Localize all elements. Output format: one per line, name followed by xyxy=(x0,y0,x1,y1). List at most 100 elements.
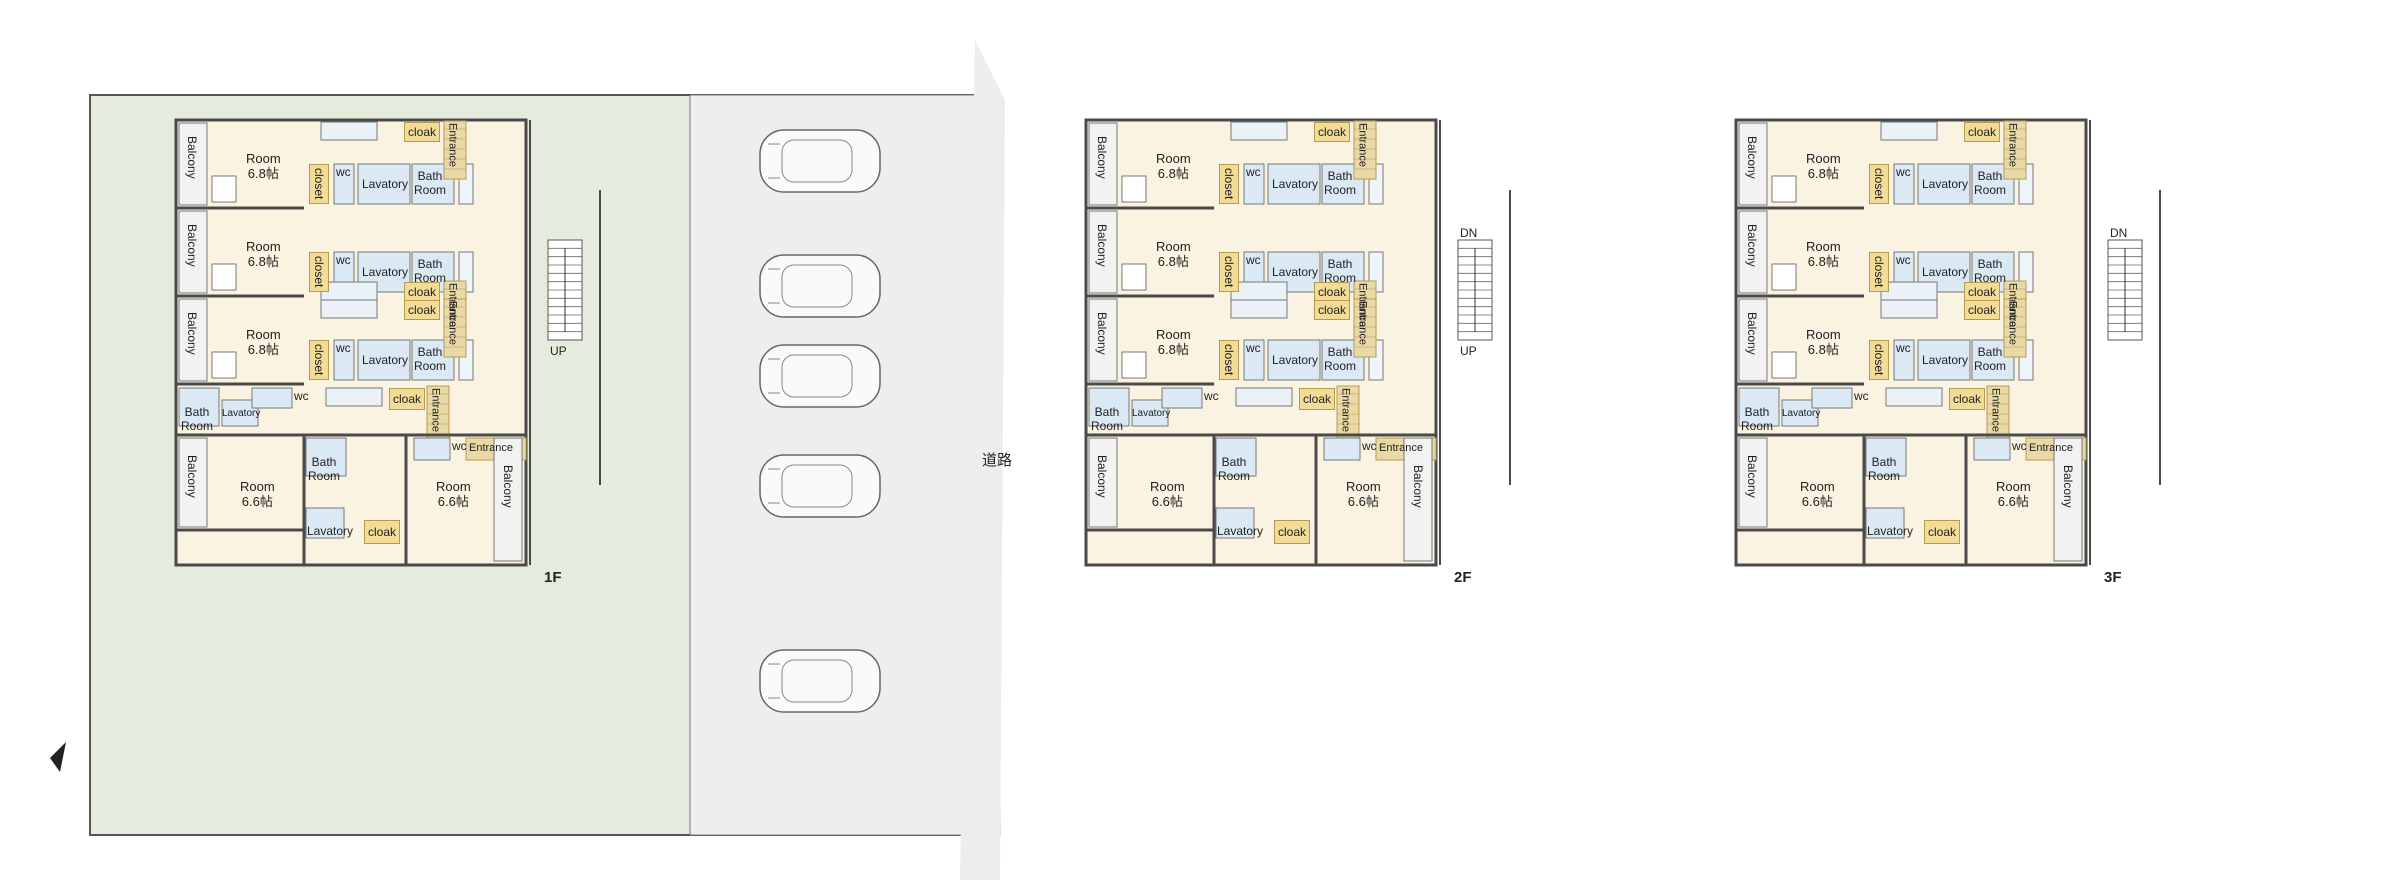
floor-3F-bed-1 xyxy=(1771,263,1797,291)
floor-2F-room-68-1-line-0: Room xyxy=(1156,239,1191,254)
car-1-body xyxy=(759,254,881,318)
floor-3F-lav-label-1: Lavatory xyxy=(1922,265,1969,279)
floor-1F-balcony-1 xyxy=(178,210,208,294)
floor-1F-kitchen-2 xyxy=(320,299,378,319)
floor-3F-room-68-2-line-1: 6.8帖 xyxy=(1807,341,1839,357)
floor-2F-balcony-label-0: Balcony xyxy=(1094,136,1109,179)
car-2-roof xyxy=(781,354,853,398)
floor-3F-bath-label-2-line-1: Room xyxy=(1974,358,2007,373)
floor-3F-room-68-0-line-0: Room xyxy=(1806,151,1841,166)
floor-2F-bath-label-1-line-0: Bath xyxy=(1327,257,1353,271)
floor-2F-balcony-2 xyxy=(1088,298,1118,382)
floor-3F-room-66-right-line-1: 6.6帖 xyxy=(1997,493,2029,509)
floor-1F-bed-1 xyxy=(211,263,237,291)
floor-3F-balcony-label-2: Balcony xyxy=(1744,312,1759,355)
floor-1F-wc-small xyxy=(251,387,293,409)
floor-3F-entrance-0-mat xyxy=(2003,120,2027,180)
car-0-body xyxy=(759,129,881,193)
floor-3F-bath-label-2-line-0: Bath xyxy=(1977,345,2003,359)
floor-1F-bath-label-2-line-0: Bath xyxy=(417,345,443,359)
floor-2F-lav-0 xyxy=(1267,163,1321,205)
floor-1F-entrance-0-mat xyxy=(443,120,467,180)
floor-2F-room-68-2-line-1: 6.8帖 xyxy=(1157,341,1189,357)
floor-3F-wc-small xyxy=(1811,387,1853,409)
floor-1F-balcony-label-2: Balcony xyxy=(184,312,199,355)
road-label: 道路 xyxy=(982,452,1013,469)
floor-3F-bath-bottom-label-line-1: Room xyxy=(1868,468,1901,483)
floor-2F-kitchen-small xyxy=(1235,387,1293,407)
floor-1F-wc-label-0: wc xyxy=(336,165,351,179)
floor-1F-wc-small-label: wc xyxy=(294,389,309,403)
floor-2F-room-68-2-line-0: Room xyxy=(1156,327,1191,342)
floor-1F-room-68-1-line-0: Room xyxy=(246,239,281,254)
floor-2F-balcony-3 xyxy=(1088,437,1118,528)
floor-2F-bath-label-2-line-1: Room xyxy=(1324,358,1357,373)
floor-3F-balcony-2 xyxy=(1738,298,1768,382)
road-shadow xyxy=(960,40,1005,880)
floor-1F-bath-small xyxy=(178,387,220,427)
floor-2F-bath-label-1-line-1: Room xyxy=(1324,270,1357,285)
floor-2F-wc-0 xyxy=(1243,163,1265,205)
floor-2F-balcony-1 xyxy=(1088,210,1118,294)
floor-2F-bath-small xyxy=(1088,387,1130,427)
floor-1F-balcony-right-label: Balcony xyxy=(500,465,515,508)
floor-2F-entrance-2-label: Entrance xyxy=(1356,301,1369,346)
floor-2F-closet-tag-2: closet xyxy=(1219,340,1239,380)
floor-2F-room-66-right-line-1: 6.6帖 xyxy=(1347,493,1379,509)
floor-2F-bath-label-0-line-0: Bath xyxy=(1327,169,1353,183)
floor-2F-bed-0 xyxy=(1121,175,1147,203)
floor-2F-bed-1 xyxy=(1121,263,1147,291)
floor-1F-closet-tag-0: closet xyxy=(309,164,329,204)
floor-3F-balcony-label-3: Balcony xyxy=(1744,454,1759,498)
floor-3F-bath-bottom-label-line-0: Bath xyxy=(1871,455,1897,469)
car-1-roof xyxy=(781,264,853,308)
floor-2F-bath-small-label-line-0: Bath xyxy=(1094,405,1120,419)
floor-2F-lav-label-1: Lavatory xyxy=(1272,265,1319,279)
floor-2F-cloak-tag-1: cloak xyxy=(1314,282,1350,302)
floor-3F-kitchen-1 xyxy=(1880,281,1938,301)
floor-2F-balcony-0 xyxy=(1088,122,1118,206)
floor-2F-wc-label-2: wc xyxy=(1246,341,1261,355)
floor-3F-kitchen-small xyxy=(1885,387,1943,407)
floor-2F-entrance-1-label: Entrance xyxy=(1356,283,1369,328)
car-4-roof xyxy=(781,659,853,703)
floor-2F-room-68-0-line-1: 6.8帖 xyxy=(1157,165,1189,181)
floor-1F-wc-bottom xyxy=(413,437,451,461)
floor-1F-kitchen-0 xyxy=(320,121,378,141)
floor-3F-balcony-right-label: Balcony xyxy=(2060,465,2075,508)
floor-3F-wc-bottom xyxy=(1973,437,2011,461)
floor-2F-kitchen-1 xyxy=(1230,281,1288,301)
floor-1F-bath-label-1-line-1: Room xyxy=(414,270,447,285)
floor-3F-dn-label: DN xyxy=(2110,226,2128,240)
floor-2F-bath-bottom-label-line-0: Bath xyxy=(1221,455,1247,469)
floor-3F-bath-label-0-line-1: Room xyxy=(1974,182,2007,197)
floor-3F-balcony-1 xyxy=(1738,210,1768,294)
floor-2F-cloak-tag-bottom: cloak xyxy=(1274,520,1310,544)
floor-1F-kitchen-small xyxy=(325,387,383,407)
floor-1F-lav-label-0: Lavatory xyxy=(362,177,409,191)
floor-3F-closet-tag-2: closet xyxy=(1869,340,1889,380)
floor-2F-closet-tag-0: closet xyxy=(1219,164,1239,204)
floor-3F-lav-label-0: Lavatory xyxy=(1922,177,1969,191)
floor-3F-entrance-0-label: Entrance xyxy=(2006,123,2019,168)
floor-1F-balcony-label-3: Balcony xyxy=(184,454,199,498)
floor-3F-lav-0 xyxy=(1917,163,1971,205)
floor-2F-wc-2 xyxy=(1243,339,1265,381)
floor-2F-bath-label-2-line-0: Bath xyxy=(1327,345,1353,359)
floor-1F-bath-small-label-line-0: Bath xyxy=(184,405,210,419)
floor-1F-lav-0 xyxy=(357,163,411,205)
